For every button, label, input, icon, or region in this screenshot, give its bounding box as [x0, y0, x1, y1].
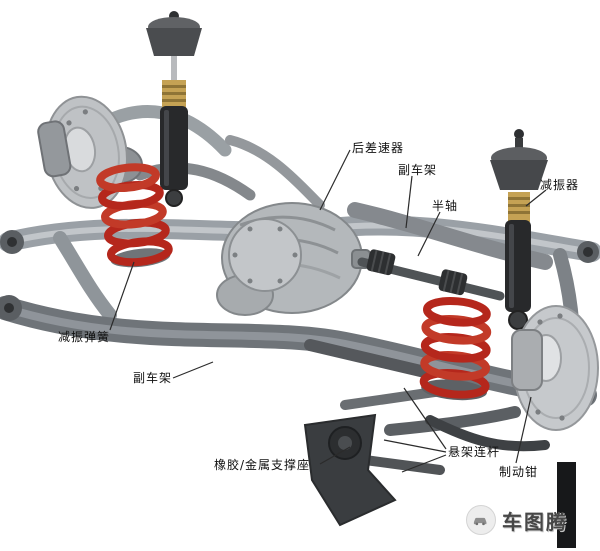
leader-brake-caliper	[515, 396, 532, 464]
label-rear-differential: 后差速器	[352, 141, 405, 155]
differential-rear-cover	[228, 218, 302, 292]
rear-differential-housing	[216, 202, 371, 316]
right-brake-caliper	[511, 329, 543, 391]
label-rubber-metal-mount: 橡胶/金属支撑座	[214, 458, 311, 472]
label-half-shaft: 半轴	[432, 199, 459, 213]
label-subframe-left: 副车架	[133, 371, 173, 385]
car-icon	[466, 505, 496, 535]
leader-subframe-right	[405, 175, 413, 229]
right-coil-spring	[419, 296, 492, 401]
leader-suspension-links-3	[401, 454, 447, 473]
suspension-link-arms	[304, 339, 550, 475]
left-shock-absorber	[146, 11, 202, 207]
leader-damper-spring	[109, 261, 135, 331]
leader-rubber-metal-mount	[319, 446, 351, 465]
label-shock-absorber: 减振器	[540, 178, 580, 192]
half-shaft	[357, 249, 505, 301]
leader-lines	[109, 149, 547, 473]
right-shock-absorber	[490, 129, 548, 330]
label-suspension-links: 悬架连杆	[448, 445, 501, 459]
left-coil-spring	[96, 163, 173, 268]
leader-shock-absorber	[525, 189, 547, 207]
label-subframe-right: 副车架	[398, 163, 438, 177]
leader-half-shaft	[417, 211, 441, 257]
edge-black-bar	[557, 462, 576, 548]
leader-suspension-links-2	[383, 439, 447, 453]
watermark: 车图腾	[466, 505, 568, 535]
bottom-bracket	[303, 413, 397, 527]
right-brake-assembly	[511, 305, 599, 431]
left-brake-caliper	[37, 120, 72, 178]
label-damper-spring: 减振弹簧	[58, 330, 111, 344]
left-brake-assembly	[37, 95, 128, 209]
label-brake-caliper: 制动钳	[499, 465, 539, 479]
leader-subframe-left	[172, 361, 214, 379]
leader-rear-differential	[319, 149, 351, 211]
watermark-text: 车图腾	[502, 509, 568, 534]
leader-suspension-links-1	[403, 387, 447, 450]
